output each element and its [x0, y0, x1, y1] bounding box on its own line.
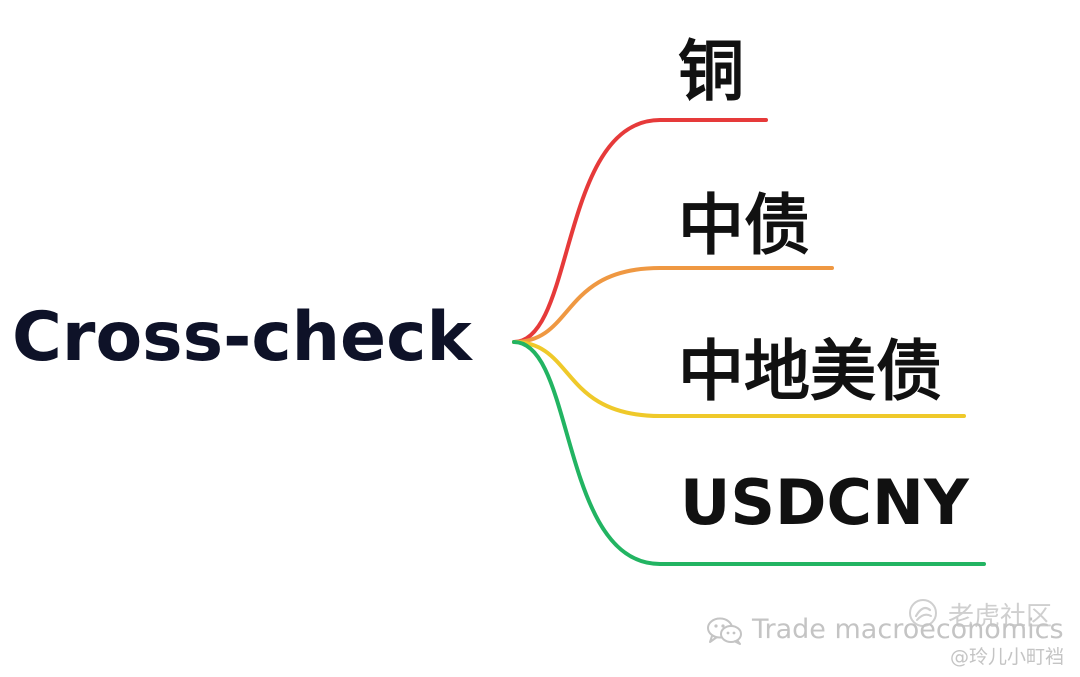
branch-node-usdcny: USDCNY	[680, 466, 969, 539]
branch-node-china-bonds: 中债	[678, 187, 810, 264]
wechat-icon	[707, 617, 742, 645]
branch-node-china-us-bonds: 中地美债	[678, 333, 942, 410]
tiger-icon	[909, 599, 937, 627]
forum-name: 老虎社区	[948, 602, 1053, 632]
link-china-bonds	[512, 266, 834, 344]
root-node: Cross-check	[12, 298, 472, 377]
link-usdcny	[512, 340, 986, 566]
branch-node-copper: 铜	[678, 33, 744, 110]
link-copper	[512, 118, 768, 344]
author-handle-watermark: @玲儿小町裆	[950, 646, 1065, 668]
channel-watermark: Trade macroeconomics	[706, 614, 1064, 645]
link-china-us-bonds	[512, 340, 966, 418]
channel-name: Trade macroeconomics	[752, 614, 1064, 645]
